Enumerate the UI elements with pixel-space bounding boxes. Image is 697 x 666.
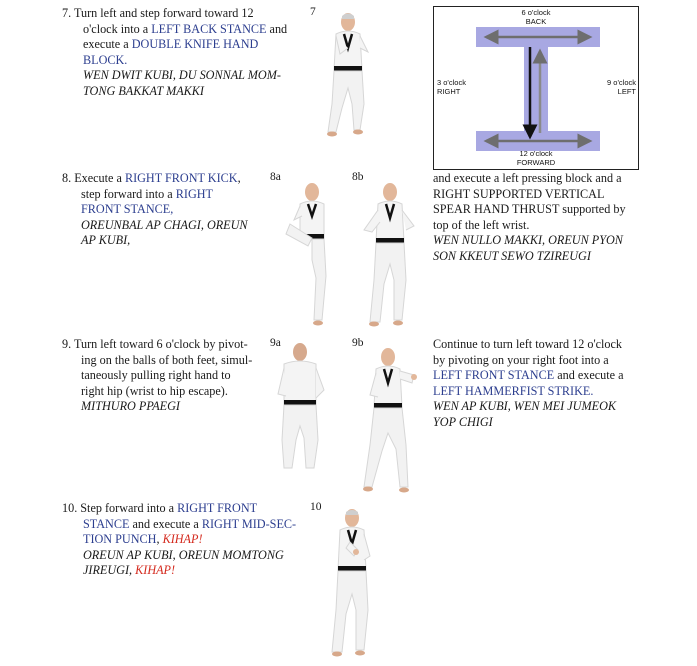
korean-term: WEN NULLO MAKKI, OREUN PYON (433, 233, 623, 248)
korean-term: YOP CHIGI (433, 414, 493, 429)
step-number: 7. (62, 6, 72, 20)
technique-name: RIGHT MID-SEC- (201, 516, 297, 531)
technique-name: LEFT BACK STANCE (151, 21, 267, 36)
step-number: 9. (62, 337, 72, 351)
diagram-label-left: 9 o'clock LEFT (607, 78, 636, 96)
technique-name: STANCE (83, 516, 130, 531)
stance-direction-diagram: 6 o'clock BACK 3 o'clock RIGHT 9 o'clock… (433, 6, 639, 170)
korean-term: MITHURO PPAEGI (81, 399, 180, 414)
diagram-label-forward: 12 o'clock FORWARD (516, 149, 556, 167)
figure-photo-9a (277, 343, 325, 469)
figure-photo-10 (331, 509, 371, 657)
figure-photo-9b (363, 348, 417, 493)
figure-photo-7 (327, 13, 370, 137)
step-8-continuation: and execute a left pressing block and a … (433, 171, 648, 265)
technique-name: TION PUNCH (83, 532, 157, 547)
korean-term: WEN AP KUBI, WEN MEI JUMEOK (433, 399, 617, 414)
korean-term: SON KKEUT SEWO TZIREUGI (433, 248, 591, 263)
kihap-text: KIHAP! (162, 532, 203, 547)
step-9-continuation: Continue to turn left toward 12 o'clock … (433, 337, 648, 431)
step-8-text: 8. Execute a RIGHT FRONT KICK, step forw… (62, 171, 272, 249)
photo-label: 8a (270, 171, 281, 183)
korean-term: OREUN AP KUBI, OREUN MOMTONG (83, 547, 284, 562)
diagram-label-back: 6 o'clock BACK (521, 8, 551, 26)
step-7-text: 7. Turn left and step forward toward 12 … (62, 6, 302, 100)
step-9-text: 9. Turn left toward 6 o'clock by pivot- … (62, 337, 272, 415)
korean-term: JIREUGI, (83, 563, 136, 578)
technique-name: LEFT FRONT STANCE (433, 368, 555, 383)
korean-term: OREUNBAL AP CHAGI, OREUN (81, 217, 248, 232)
korean-term: AP KUBI, (81, 233, 131, 248)
photo-label: 7 (310, 6, 316, 18)
technique-name: RIGHT FRONT KICK (124, 171, 238, 185)
photo-label: 9b (352, 337, 364, 349)
kihap-text: KIHAP! (135, 563, 176, 578)
technique-name: DOUBLE KNIFE HAND (131, 37, 259, 52)
figure-photo-8b (363, 183, 415, 327)
diagram-label-right: 3 o'clock RIGHT (437, 78, 466, 96)
korean-term: WEN DWIT KUBI, DU SONNAL MOM- (83, 68, 281, 83)
figure-photo-8a (285, 183, 327, 326)
photo-label: 8b (352, 171, 364, 183)
diagram-arrows (483, 29, 593, 149)
korean-term: TONG BAKKAT MAKKI (83, 83, 204, 98)
photo-label: 10 (310, 501, 322, 513)
step-10-text: 10. Step forward into a RIGHT FRONT STAN… (62, 501, 312, 579)
technique-name: BLOCK. (83, 52, 128, 67)
photo-label: 9a (270, 337, 281, 349)
technique-name: FRONT STANCE, (81, 202, 174, 217)
step-number: 8. (62, 171, 72, 185)
technique-name: RIGHT (175, 186, 214, 201)
technique-name: RIGHT FRONT (177, 501, 258, 515)
technique-name: LEFT HAMMERFIST STRIKE. (433, 383, 594, 398)
step-number: 10. (62, 501, 78, 515)
